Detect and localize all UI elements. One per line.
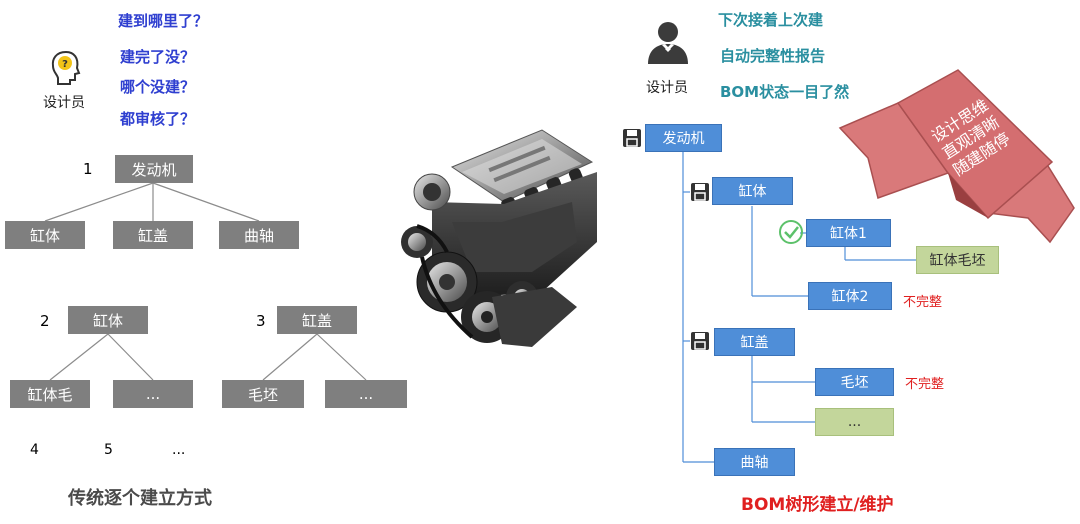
save-icon[interactable] <box>622 128 642 152</box>
question-4: 都审核了？ <box>120 110 196 128</box>
tree2-root: 缸体 <box>68 306 148 334</box>
tree-node-block-blank[interactable]: 缸体毛坯 <box>916 246 999 274</box>
tree3-child: 毛坯 <box>222 380 304 408</box>
tree1-child: 缸体 <box>5 221 85 249</box>
question-2: 建完了没？ <box>120 48 196 66</box>
tree1-root: 发动机 <box>115 155 193 183</box>
status-incomplete: 不完整 <box>905 377 945 392</box>
check-circle-icon <box>778 219 804 249</box>
tree1-number: 1 <box>83 160 93 178</box>
tree-node-head-blank[interactable]: 毛坯 <box>815 368 894 396</box>
tree-node-block1[interactable]: 缸体1 <box>806 219 891 247</box>
person-icon <box>645 20 691 64</box>
tree1-child: 缸盖 <box>113 221 193 249</box>
left-designer-label: 设计员 <box>43 95 85 111</box>
feature-2: 自动完整性报告 <box>720 47 826 65</box>
tree-node-crank[interactable]: 曲轴 <box>714 448 795 476</box>
left-caption: 传统逐个建立方式 <box>68 488 212 509</box>
tree1-child: 曲轴 <box>219 221 299 249</box>
designer-icon: ? <box>50 50 82 88</box>
feature-3: BOM状态一目了然 <box>720 83 850 101</box>
svg-text:?: ? <box>62 59 68 70</box>
save-icon[interactable] <box>690 331 710 355</box>
question-1: 建到哪里了？ <box>118 12 209 30</box>
tree-node-engine[interactable]: 发动机 <box>645 124 722 152</box>
more-number: 4 <box>30 442 39 458</box>
feature-1: 下次接着上次建 <box>718 11 824 29</box>
tree3-root: 缸盖 <box>277 306 357 334</box>
tree2-child: 缸体毛 <box>10 380 90 408</box>
more-number: ... <box>172 442 186 458</box>
question-3: 哪个没建？ <box>120 78 196 96</box>
engine-image <box>392 122 604 357</box>
ribbon-banner: 设计思维 直观清晰 随建随停 <box>838 58 1076 244</box>
tree-node-block[interactable]: 缸体 <box>712 177 793 205</box>
tree2-number: 2 <box>40 312 50 330</box>
tree-node-block2[interactable]: 缸体2 <box>808 282 892 310</box>
tree3-child: ... <box>325 380 407 408</box>
tree3-number: 3 <box>256 312 266 330</box>
more-number: 5 <box>104 442 113 458</box>
status-incomplete: 不完整 <box>903 295 943 310</box>
right-designer-label: 设计员 <box>646 80 688 96</box>
save-icon[interactable] <box>690 182 710 206</box>
right-caption: BOM树形建立/维护 <box>741 495 894 515</box>
tree2-child: ... <box>113 380 193 408</box>
tree-node-head[interactable]: 缸盖 <box>714 328 795 356</box>
tree-node-head-more[interactable]: ... <box>815 408 894 436</box>
